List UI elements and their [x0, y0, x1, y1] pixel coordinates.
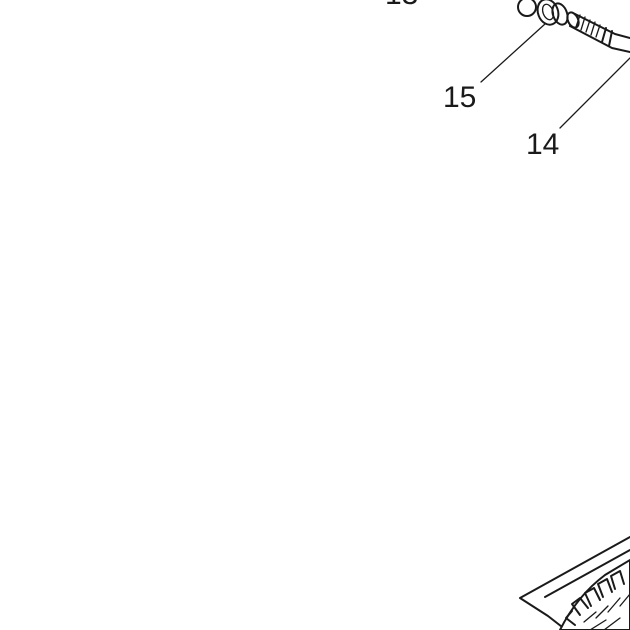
part-14-bolt [566, 11, 630, 53]
leader-line-15 [480, 23, 546, 83]
gear-assembly-fragment [519, 536, 630, 630]
leader-line-14 [559, 57, 630, 129]
callout-label-15: 15 [443, 81, 476, 114]
part-15-washers [517, 0, 569, 26]
callout-label-13: 13 [385, 0, 418, 11]
callout-label-14: 14 [526, 128, 559, 161]
